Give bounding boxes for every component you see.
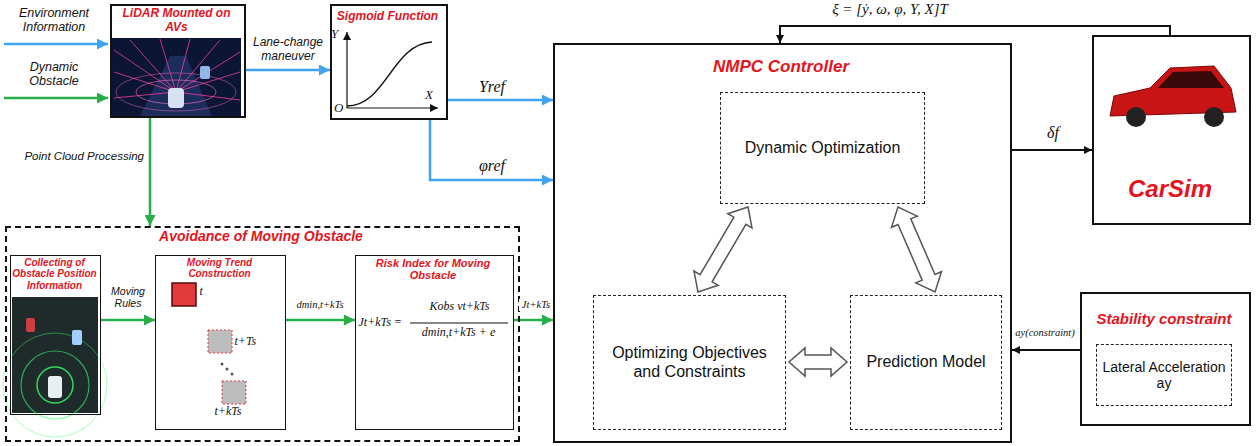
connector-arrow <box>1012 349 1080 351</box>
module-box: Lateral Acceleration ay <box>1096 344 1232 406</box>
formula-part: Kobs vt+kTs <box>411 300 509 314</box>
car-window <box>1158 71 1224 88</box>
edge-label: ξ = [ẏ, ω, φ, Y, X]T <box>790 1 990 18</box>
double-arrow <box>892 207 942 292</box>
box-title: Collecting of Obstacle Position Informat… <box>12 257 98 292</box>
ego-car <box>168 88 184 108</box>
x-axis <box>347 107 438 108</box>
obstacle-icon <box>222 381 246 404</box>
formula-part: dmin,t+kTs + e <box>407 326 511 340</box>
edge-label: Yref <box>462 78 522 96</box>
scan-ring <box>116 73 236 111</box>
time-label: t+kTs <box>215 405 242 419</box>
edge-label: ay(constraint) <box>1012 327 1078 339</box>
car-wheel <box>1204 107 1224 127</box>
edge-label: Jt+kTs <box>519 299 553 311</box>
edge-label: δf <box>1028 124 1078 142</box>
group-title: Avoidance of Moving Obstacle <box>5 228 517 244</box>
axis-label: X <box>425 88 433 103</box>
time-label: t <box>200 285 203 299</box>
road <box>140 56 212 116</box>
axis-label: O <box>334 101 343 116</box>
input-arrow <box>4 43 108 46</box>
double-arrow <box>789 348 847 376</box>
group-box: Avoidance of Moving ObstacleCollecting o… <box>5 226 520 442</box>
connector-arrow <box>286 319 355 322</box>
connector-arrow <box>149 118 152 226</box>
lidar-box: LiDAR Mounted on AVs <box>110 4 246 118</box>
module-text: Lateral Acceleration ay <box>1101 359 1227 391</box>
edge-label: Lane-change maneuver <box>247 36 329 64</box>
connector-arrow <box>448 99 553 102</box>
module-text: Dynamic Optimization <box>745 139 901 157</box>
connector-arrow <box>1012 149 1092 151</box>
obstacle-icon <box>208 330 232 353</box>
ellipsis-dot <box>231 373 234 376</box>
constraint-box: Stability constraintLateral Acceleration… <box>1080 292 1251 426</box>
step-box: Collecting of Obstacle Position Informat… <box>10 255 101 415</box>
edge-label: Point Cloud Processing <box>10 150 144 163</box>
module-text: Optimizing Objectives and Constraints <box>598 344 781 381</box>
ego-car <box>48 376 62 398</box>
step-box: Risk Index for Moving ObstacleJt+kTs = Ko… <box>355 255 514 430</box>
box-title: CarSim <box>1092 175 1248 203</box>
edge-label: dmin,t+kTs <box>287 299 353 311</box>
controller-box: NMPC ControllerDynamic OptimizationOptim… <box>553 43 1012 443</box>
scan-arc <box>3 333 107 437</box>
input-label: Dynamic Obstacle <box>8 60 100 89</box>
time-label: t+Ts <box>235 335 257 349</box>
module-box: Prediction Model <box>850 295 1002 430</box>
connector-arrow <box>430 120 553 180</box>
obstacle <box>72 330 82 345</box>
formula-part: Jt+kTs = <box>359 316 402 330</box>
obstacle-scene <box>12 297 98 413</box>
box-title: Moving Trend Construction <box>157 257 283 280</box>
y-axis <box>346 32 347 108</box>
module-box: Optimizing Objectives and Constraints <box>593 295 786 430</box>
connector-arrow <box>246 69 330 72</box>
obstacle <box>26 318 35 332</box>
connector-arrow <box>101 319 155 322</box>
axis-label: Y <box>331 27 338 42</box>
obstacle-icon <box>172 283 196 306</box>
scan-arc <box>37 367 73 403</box>
double-arrow <box>694 207 752 292</box>
sigmoid-box: Sigmoid FunctionY O X <box>330 4 448 120</box>
box-title: Risk Index for Moving Obstacle <box>357 257 510 282</box>
input-label: Environment Information <box>8 6 100 35</box>
lidar-scene <box>112 38 241 116</box>
input-arrow <box>4 97 108 100</box>
box-title: Sigmoid Function <box>330 10 445 24</box>
other-car <box>200 66 210 79</box>
step-box: Moving Trend Construction t t+Ts t+kTs <box>155 255 286 430</box>
ellipsis-dot <box>226 368 229 371</box>
box-title: NMPC Controller <box>553 57 1009 77</box>
sigmoid-curve <box>347 42 432 106</box>
ellipsis-dot <box>221 363 224 366</box>
edge-label: φref <box>462 157 522 175</box>
car-wheel <box>1126 107 1146 127</box>
simulator-box: CarSim <box>1092 35 1251 225</box>
module-text: Prediction Model <box>866 353 985 371</box>
scan-arc <box>21 351 89 419</box>
fraction-bar <box>410 322 508 323</box>
box-title: Stability constraint <box>1080 310 1248 327</box>
box-title: LiDAR Mounted on AVs <box>110 7 243 35</box>
module-box: Dynamic Optimization <box>720 92 925 204</box>
edge-label: Moving Rules <box>103 285 153 309</box>
